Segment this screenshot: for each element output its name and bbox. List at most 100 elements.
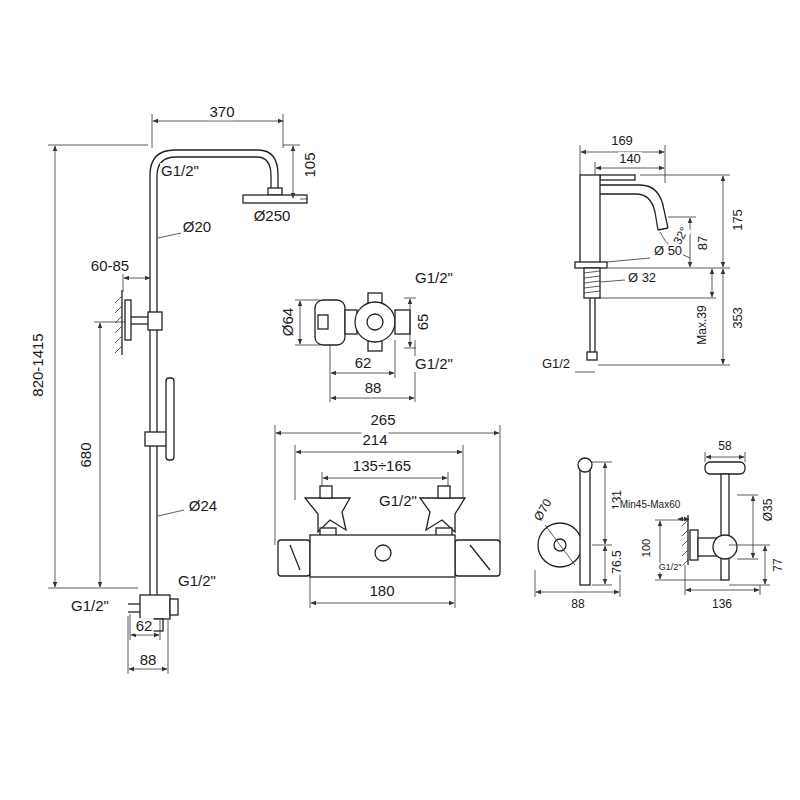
basin-mixer-part bbox=[587, 352, 597, 360]
dimension-label: Ø 32 bbox=[627, 271, 657, 285]
dimension-label: 105 bbox=[302, 151, 318, 178]
dimension-label: G1/2" bbox=[378, 493, 418, 509]
dimension-label: 214 bbox=[361, 432, 388, 448]
bidet-shower-part bbox=[605, 463, 606, 544]
shower-column-part bbox=[243, 195, 307, 203]
basin-mixer-part bbox=[575, 262, 607, 268]
bidet-shower-part bbox=[729, 585, 770, 586]
shower-column-part bbox=[48, 145, 148, 146]
basin-mixer-part bbox=[608, 268, 730, 269]
bidet-shower bbox=[535, 452, 770, 597]
shower-column-part bbox=[168, 620, 169, 674]
dimension-label: 65 bbox=[415, 313, 431, 332]
dimension-label: Ø35 bbox=[762, 498, 775, 523]
thermostatic-mixer-part bbox=[320, 486, 332, 498]
bidet-shower-part bbox=[745, 452, 746, 462]
dimension-label: 265 bbox=[369, 412, 396, 428]
thermostatic-mixer-part bbox=[290, 545, 300, 570]
basin-mixer-part bbox=[584, 268, 600, 298]
basin-mixer-part bbox=[658, 228, 668, 230]
shower-column-part bbox=[160, 620, 161, 640]
basin-mixer-part bbox=[668, 217, 696, 218]
basin-mixer-part bbox=[594, 298, 595, 352]
basin-mixer-part bbox=[723, 269, 724, 364]
thermostatic-mixer-part bbox=[455, 577, 456, 608]
dimension-label: 135÷165 bbox=[352, 458, 412, 474]
basin-mixer-part bbox=[600, 280, 625, 282]
basin-mixer-part bbox=[589, 298, 590, 352]
shower-column-part bbox=[166, 378, 174, 460]
bidet-shower-part bbox=[765, 546, 766, 584]
dimension-label: 76.5 bbox=[611, 549, 624, 574]
dimension-label: 58 bbox=[717, 440, 732, 453]
diverter-valve-part bbox=[395, 310, 410, 334]
thermostatic-mixer-part bbox=[310, 577, 311, 608]
diverter-valve bbox=[295, 293, 416, 402]
shower-column-part bbox=[128, 611, 140, 612]
bidet-shower-part bbox=[713, 535, 737, 559]
bidet-shower-part bbox=[592, 462, 612, 463]
bidet-shower-part bbox=[580, 470, 590, 585]
diverter-valve-part bbox=[330, 345, 331, 402]
basin-mixer-part bbox=[580, 175, 600, 263]
shower-column-part bbox=[158, 233, 181, 238]
bidet-shower-part bbox=[592, 545, 612, 546]
basin-mixer-part bbox=[584, 271, 600, 293]
dimension-label: Min45-Max60 bbox=[619, 500, 682, 511]
dimension-label: G1/2" bbox=[414, 356, 454, 372]
dimension-label: 62 bbox=[135, 618, 154, 634]
dimension-label: Ø20 bbox=[182, 219, 212, 235]
shower-column-part bbox=[131, 635, 159, 636]
bidet-shower-part bbox=[760, 585, 761, 595]
thermostatic-mixer-part bbox=[470, 545, 490, 570]
bidet-shower-part bbox=[535, 570, 536, 597]
basin-mixer-part bbox=[723, 176, 724, 267]
bidet-shower-part bbox=[678, 519, 689, 520]
thermostatic-mixer-part bbox=[438, 486, 450, 498]
bidet-shower-part bbox=[578, 458, 592, 472]
basin-mixer bbox=[575, 145, 730, 372]
thermostatic-mixer-part bbox=[296, 452, 462, 453]
dimension-label: 88 bbox=[139, 652, 158, 668]
bidet-shower-part bbox=[737, 559, 758, 560]
diverter-valve-part bbox=[410, 299, 411, 347]
dimension-label: 87 bbox=[696, 235, 710, 251]
dimension-label: 820-1415 bbox=[30, 332, 46, 397]
bidet-shower-part bbox=[536, 592, 619, 593]
shower-column-part bbox=[148, 312, 162, 330]
dimension-label: 680 bbox=[78, 441, 94, 468]
shower-column-part bbox=[140, 595, 170, 619]
thermostatic-mixer-part bbox=[323, 478, 447, 479]
shower-column-part bbox=[55, 146, 56, 587]
shower-column-part bbox=[283, 114, 284, 148]
diverter-valve-part bbox=[295, 345, 320, 346]
shower-column-part bbox=[121, 290, 122, 355]
bidet-shower-part bbox=[592, 585, 612, 586]
shower-column-part bbox=[128, 616, 129, 674]
diverter-valve-part bbox=[318, 315, 328, 329]
shower-column-part bbox=[100, 323, 101, 587]
bidet-shower-part bbox=[705, 462, 745, 474]
basin-mixer-part bbox=[595, 162, 596, 175]
bidet-shower-part bbox=[753, 496, 754, 558]
thermostatic-mixer-part bbox=[375, 545, 391, 561]
basin-mixer-part bbox=[665, 145, 666, 183]
dimension-label: G1/2" bbox=[658, 563, 683, 572]
shower-column-part bbox=[131, 316, 148, 317]
diverter-valve-part bbox=[367, 314, 383, 330]
basin-mixer-part bbox=[640, 175, 730, 176]
shower-column-part bbox=[48, 588, 138, 589]
shower-column-part bbox=[129, 669, 167, 670]
bidet-shower-part bbox=[655, 580, 721, 581]
bidet-shower-part bbox=[721, 474, 729, 580]
thermostatic-mixer bbox=[275, 425, 500, 608]
basin-mixer-part bbox=[690, 218, 691, 267]
dimension-label: 140 bbox=[618, 152, 642, 166]
diverter-valve-part bbox=[404, 298, 416, 299]
bidet-shower-part bbox=[545, 525, 575, 565]
shower-column-part bbox=[283, 145, 300, 146]
dimension-label: G1/2" bbox=[414, 270, 454, 286]
thermostatic-mixer-part bbox=[420, 498, 465, 532]
basin-mixer-part bbox=[580, 145, 581, 175]
